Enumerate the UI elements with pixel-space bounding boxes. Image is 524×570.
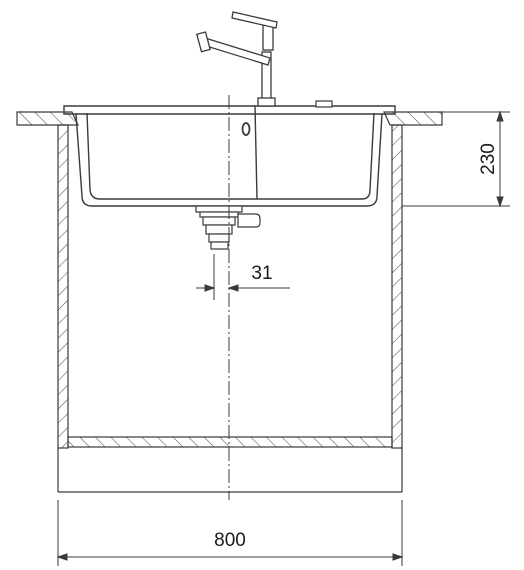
offset-dimension bbox=[196, 254, 290, 300]
cabinet-left-wall bbox=[57, 124, 69, 449]
faucet-icon bbox=[196, 11, 278, 107]
width-dimension-label: 800 bbox=[214, 530, 246, 551]
worktop bbox=[16, 111, 443, 126]
cabinet-bottom-shelf bbox=[67, 436, 393, 448]
basin-outer bbox=[63, 105, 396, 207]
basin-step-line bbox=[254, 105, 258, 200]
cabinet-right-wall bbox=[391, 124, 403, 449]
height-dimension bbox=[402, 110, 510, 208]
worktop-right bbox=[383, 111, 443, 126]
basin-inner bbox=[86, 112, 375, 200]
offset-dimension-label: 31 bbox=[251, 263, 272, 284]
worktop-left bbox=[16, 111, 79, 126]
overflow-icon bbox=[241, 100, 333, 136]
drain-icon bbox=[195, 205, 261, 250]
cabinet bbox=[57, 124, 403, 493]
height-dimension-label: 230 bbox=[478, 143, 499, 175]
width-dimension bbox=[56, 500, 404, 566]
